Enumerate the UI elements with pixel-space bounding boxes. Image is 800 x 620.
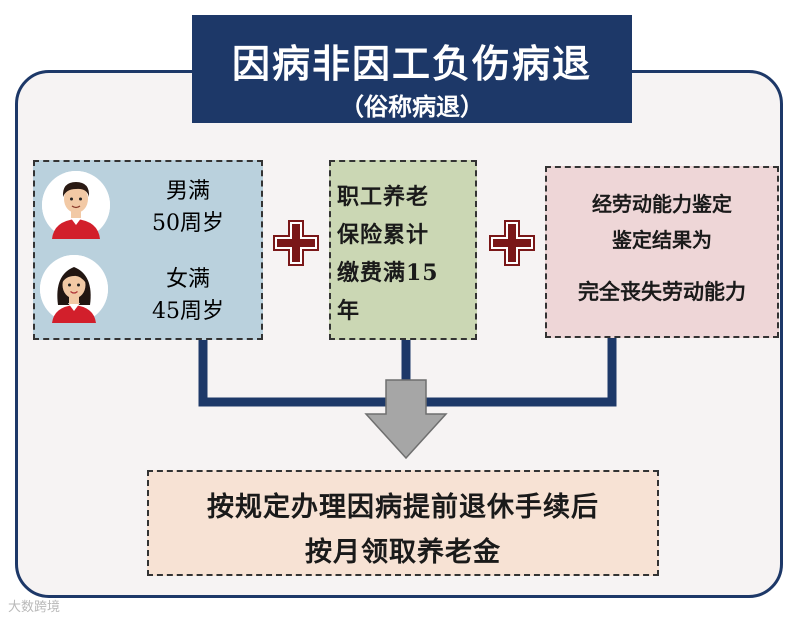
plus-icon: [484, 215, 540, 271]
result-line: 按规定办理因病提前退休手续后: [207, 492, 599, 523]
male-age: 50周岁: [152, 211, 224, 236]
assessment-line: 鉴定结果为: [612, 228, 712, 252]
female-age-requirement: 女满 45周岁: [128, 264, 248, 328]
contribution-text: 职工养老 保险累计 缴费满15 年: [337, 178, 473, 330]
page-subtitle: （俗称病退）: [340, 93, 484, 121]
watermark: 大数跨境: [8, 600, 61, 615]
assessment-line: 经劳动能力鉴定: [592, 192, 732, 216]
female-avatar-icon: [40, 255, 108, 323]
plus-icon: [268, 215, 324, 271]
contribution-line: 缴费满15: [337, 260, 439, 286]
contribution-line: 年: [337, 298, 361, 324]
contribution-line: 职工养老: [337, 184, 430, 210]
contribution-line: 保险累计: [337, 222, 430, 248]
female-label: 女满: [165, 267, 210, 292]
male-avatar-icon: [42, 171, 110, 239]
assessment-condition-box: [545, 166, 779, 338]
result-line: 按月领取养老金: [305, 537, 501, 568]
page-title: 因病非因工负伤病退: [231, 42, 592, 86]
female-age: 45周岁: [152, 299, 224, 324]
result-box: [147, 470, 659, 576]
male-label: 男满: [165, 179, 210, 204]
assessment-result: 完全丧失劳动能力: [578, 279, 746, 304]
title-banner: 因病非因工负伤病退 （俗称病退）: [192, 15, 632, 123]
contribution-condition-box: [329, 160, 477, 340]
male-age-requirement: 男满 50周岁: [128, 176, 248, 240]
